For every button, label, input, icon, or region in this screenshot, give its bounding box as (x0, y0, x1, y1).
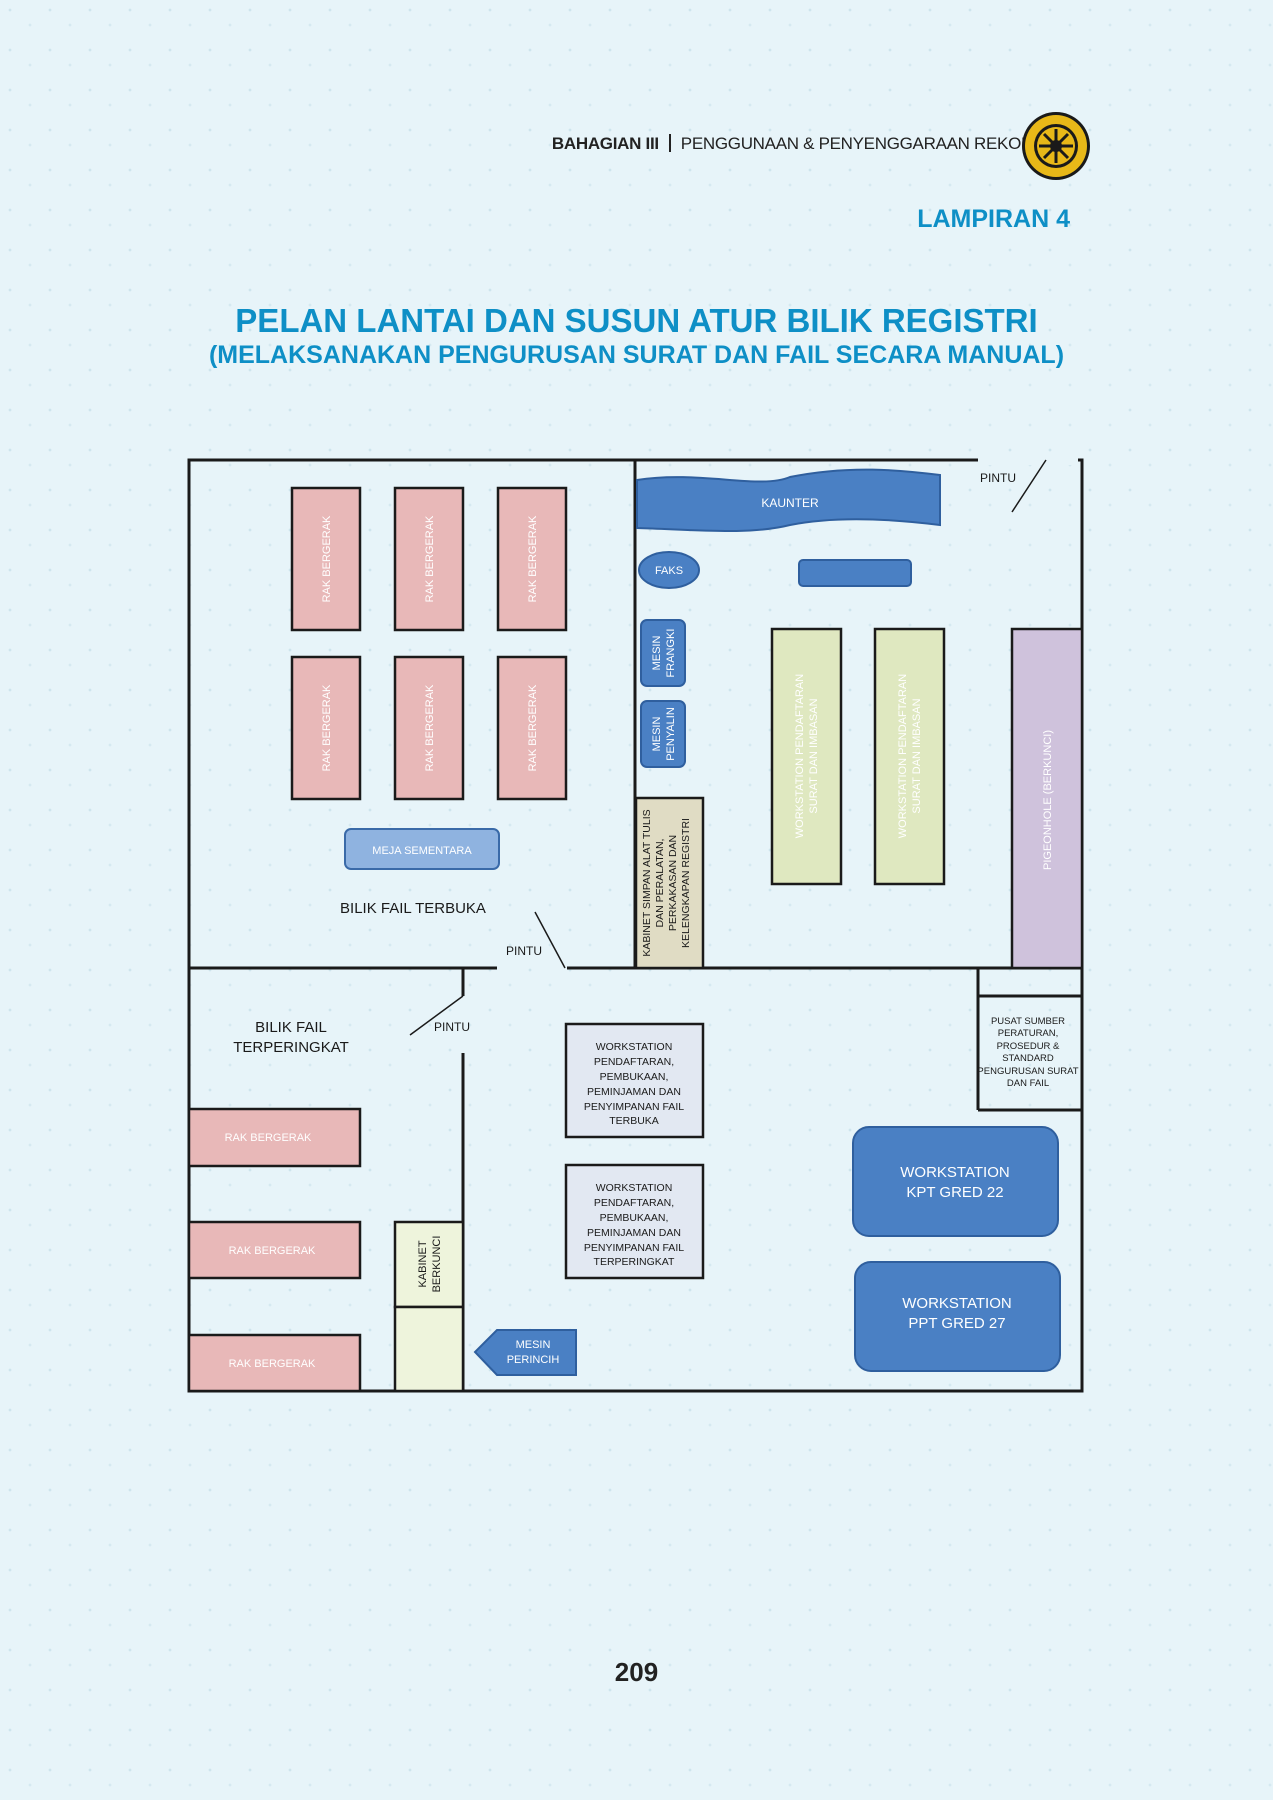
counter-desk (798, 559, 912, 587)
rack-label: RAK BERGERAK (527, 515, 539, 602)
workstation-kpt (852, 1126, 1059, 1237)
resource-centre-label: PENGURUSAN SURAT (977, 1066, 1078, 1077)
mobile-rack (393, 486, 465, 632)
stationery-cabinet-label: KABINET SIMPAN ALAT TULIS (641, 809, 653, 956)
counter (636, 468, 941, 533)
workstation-registration-label: SURAT DAN IMBASAN (808, 698, 820, 813)
workstation-kpt-label: KPT GRED 22 (906, 1184, 1003, 1201)
workstation-open-files-label: PEMINJAMAN DAN (587, 1086, 681, 1098)
government-seal-icon (1022, 112, 1090, 180)
franking-label-2: FRANGKI (665, 629, 677, 678)
appendix-label: LAMPIRAN 4 (917, 205, 1070, 233)
workstation-restricted-files-label: PEMINJAMAN DAN (587, 1227, 681, 1239)
mobile-rack-horizontal (187, 1107, 362, 1168)
resource-centre-label: STANDARD (1002, 1053, 1054, 1064)
page-number: 209 (614, 1657, 659, 1687)
punch-label-2: PERINCIH (507, 1354, 560, 1366)
copier-label-2: PENYALIN (665, 707, 677, 761)
door-label-restricted-room: PINTU (434, 1020, 470, 1034)
stationery-cabinet (634, 796, 705, 970)
pigeonhole-locked (1010, 627, 1084, 970)
door-label-top: PINTU (980, 471, 1016, 485)
stationery-cabinet-label: PERKAKASAN DAN (667, 835, 679, 931)
resource-centre-label: PERATURAN, (998, 1028, 1059, 1039)
pigeonhole-label: PIGEONHOLE (BERKUNCI) (1042, 730, 1054, 870)
room-label-restricted: BILIK FAIL (255, 1019, 327, 1036)
rack-label: RAK BERGERAK (225, 1132, 312, 1144)
workstation-open-files-label: TERBUKA (609, 1115, 659, 1127)
mobile-rack-horizontal (187, 1333, 362, 1393)
rack-label: RAK BERGERAK (527, 684, 539, 771)
workstation-open-files-label: PENDAFTARAN, (594, 1056, 674, 1068)
rack-label: RAK BERGERAK (321, 515, 333, 602)
resource-centre-label: PUSAT SUMBER (991, 1016, 1065, 1027)
workstation-restricted-files-label: PENYIMPANAN FAIL (584, 1242, 684, 1254)
rack-label: RAK BERGERAK (424, 515, 436, 602)
fax-machine (638, 551, 700, 589)
workstation-registration (873, 627, 946, 886)
stationery-cabinet-label: DAN PERALATAN, (654, 839, 666, 928)
workstation-open-files (564, 1022, 705, 1139)
copier-label-1: MESIN (651, 717, 663, 752)
workstation-registration (770, 627, 843, 886)
workstation-open-files-label: WORKSTATION (596, 1041, 673, 1053)
workstation-registration-label: WORKSTATION PENDAFTARAN (794, 674, 806, 838)
copier-machine (640, 700, 686, 768)
locked-cabinet-lower (393, 1305, 465, 1393)
door-gap-top (978, 455, 1078, 465)
rack-label: RAK BERGERAK (424, 684, 436, 771)
stationery-cabinet-label: KELENGKAPAN REGISTRI (680, 818, 692, 948)
room-label-open-files: BILIK FAIL TERBUKA (340, 900, 486, 917)
workstation-registration-label: WORKSTATION PENDAFTARAN (897, 674, 909, 838)
franking-label-1: MESIN (651, 636, 663, 671)
counter-label: KAUNTER (761, 496, 819, 510)
page-title: PELAN LANTAI DAN SUSUN ATUR BILIK REGIST… (235, 302, 1038, 339)
workstation-open-files-label: PEMBUKAAN, (600, 1071, 669, 1083)
mobile-rack (496, 486, 568, 632)
locked-cabinet (393, 1220, 465, 1309)
mobile-rack (496, 655, 568, 801)
workstation-restricted-files-label: PEMBUKAAN, (600, 1212, 669, 1224)
section-title: PENGGUNAAN & PENYENGGARAAN REKOD (680, 134, 1034, 153)
page-subtitle: (MELAKSANAKAN PENGURUSAN SURAT DAN FAIL … (208, 341, 1065, 369)
workstation-registration-label: SURAT DAN IMBASAN (911, 698, 923, 813)
locked-cabinet-label: BERKUNCI (431, 1236, 443, 1293)
temporary-table (344, 828, 500, 870)
room-label-restricted: TERPERINGKAT (233, 1039, 349, 1056)
punch-label-1: MESIN (516, 1339, 551, 1351)
door-swings (409, 459, 1047, 1036)
mobile-rack (290, 655, 362, 801)
mobile-rack (290, 486, 362, 632)
workstation-restricted-files-label: PENDAFTARAN, (594, 1197, 674, 1209)
workstation-ppt (854, 1261, 1061, 1372)
workstation-restricted-files (564, 1163, 705, 1280)
locked-cabinet-label: KABINET (417, 1240, 429, 1287)
workstation-restricted-files-label: TERPERINGKAT (594, 1256, 675, 1268)
workstation-restricted-files-label: WORKSTATION (596, 1182, 673, 1194)
fax-label: FAKS (655, 565, 683, 577)
punch-machine (473, 1329, 577, 1376)
franking-machine (640, 619, 686, 687)
running-header: BAHAGIAN III PENGGUNAAN & PENYENGGARAAN R… (552, 134, 1033, 154)
section-label: BAHAGIAN III (551, 134, 659, 153)
workstation-ppt-label: PPT GRED 27 (908, 1315, 1005, 1332)
resource-centre-label: DAN FAIL (1007, 1078, 1049, 1089)
resource-centre-label: PROSEDUR & (997, 1041, 1060, 1052)
workstation-ppt-label: WORKSTATION (902, 1295, 1011, 1312)
rack-label: RAK BERGERAK (321, 684, 333, 771)
rack-label: RAK BERGERAK (229, 1245, 316, 1257)
mobile-rack (393, 655, 465, 801)
temporary-table-label: MEJA SEMENTARA (372, 845, 472, 857)
workstation-kpt-label: WORKSTATION (900, 1164, 1009, 1181)
workstation-open-files-label: PENYIMPANAN FAIL (584, 1101, 684, 1113)
door-label-open-room: PINTU (506, 944, 542, 958)
mobile-rack-horizontal (187, 1220, 362, 1280)
rack-label: RAK BERGERAK (229, 1358, 316, 1370)
header-divider (668, 134, 671, 152)
